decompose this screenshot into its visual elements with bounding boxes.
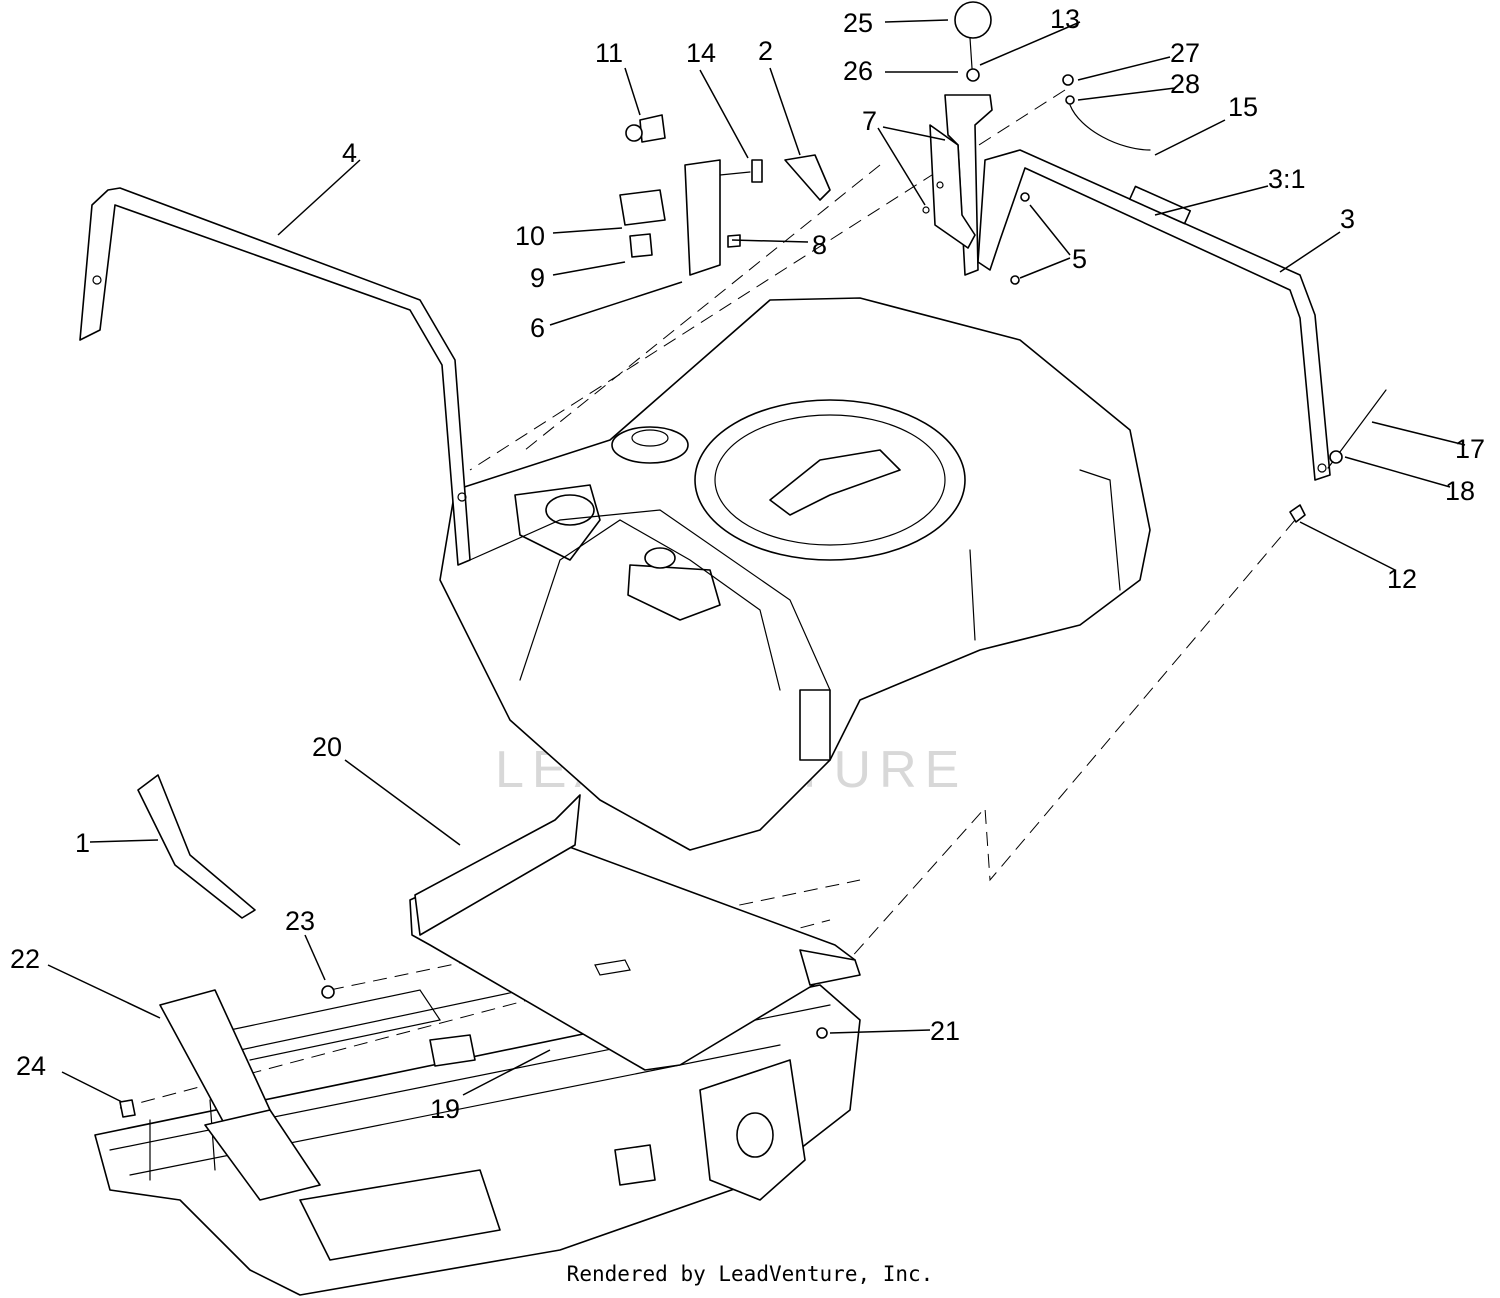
callout-label: 24 — [16, 1051, 46, 1081]
callout-label: 21 — [930, 1016, 960, 1046]
callout-label: 2 — [758, 36, 773, 66]
seat-pan — [409, 794, 861, 1071]
callout-label: 5 — [1072, 244, 1087, 274]
callout-label: 4 — [342, 138, 357, 168]
callout-label: 3 — [1340, 204, 1355, 234]
callout-label: 23 — [285, 906, 315, 936]
callout-label: 22 — [10, 944, 40, 974]
hoop-right — [977, 149, 1331, 481]
callout-label: 13 — [1050, 4, 1080, 34]
hoop-left — [79, 187, 471, 566]
callout-label: 9 — [530, 263, 545, 293]
callout-label: 26 — [843, 56, 873, 86]
callout-label: 15 — [1228, 92, 1258, 122]
callout-label: 3:1 — [1268, 164, 1306, 194]
callout-label: 12 — [1387, 564, 1417, 594]
callout-label: 11 — [595, 38, 623, 68]
callout-label: 10 — [515, 221, 545, 251]
leader-lines — [47, 19, 1466, 1103]
callout-label: 6 — [530, 313, 545, 343]
bracket-upper-right — [922, 94, 993, 276]
callout-label: 18 — [1445, 476, 1475, 506]
callout-labels: 1 2 3 3:1 4 5 6 7 8 9 10 11 12 13 14 15 … — [10, 4, 1485, 1124]
fittings-group — [119, 1, 1387, 1118]
callout-label: 28 — [1170, 69, 1200, 99]
callout-label: 20 — [312, 732, 342, 762]
fuel-tank — [439, 297, 1151, 851]
callout-label: 1 — [75, 828, 90, 858]
callout-label: 25 — [843, 8, 873, 38]
callout-label: 7 — [862, 106, 877, 136]
bracket-left — [159, 989, 321, 1201]
callout-label: 14 — [686, 38, 716, 68]
strap-part-1 — [137, 774, 256, 919]
callout-label: 17 — [1455, 434, 1485, 464]
callout-label: 19 — [430, 1094, 460, 1124]
callout-label: 27 — [1170, 38, 1200, 68]
callout-label: 8 — [812, 230, 827, 260]
credit-text: Rendered by LeadVenture, Inc. — [566, 1262, 934, 1286]
